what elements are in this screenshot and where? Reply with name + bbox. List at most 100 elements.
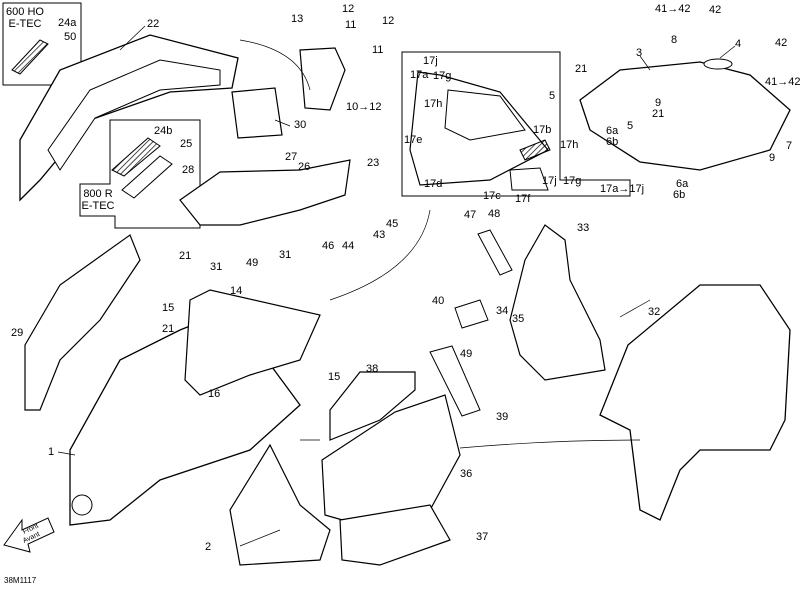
callout-7: 7 — [786, 140, 793, 152]
callout-33: 33 — [577, 222, 590, 234]
callout-46: 46 — [322, 240, 335, 252]
part-25-bracket — [121, 155, 173, 199]
callout-17-range: 17a→17j — [600, 183, 645, 195]
callout-42a: 42 — [709, 4, 722, 16]
callout-37: 37 — [476, 531, 489, 543]
callout-48: 48 — [488, 208, 501, 220]
callout-47: 47 — [464, 209, 477, 221]
callout-15a: 15 — [162, 302, 175, 314]
callout-17h: 17h — [424, 98, 443, 110]
callout-5a: 5 — [549, 90, 556, 102]
callout-24a: 24a — [58, 17, 77, 29]
part-39-strip — [429, 345, 481, 417]
part-29-left-panel — [24, 234, 141, 411]
part-17b-panel — [519, 139, 551, 161]
callout-40: 40 — [432, 295, 445, 307]
callout-26: 26 — [298, 161, 311, 173]
callout-5b: 5 — [627, 120, 634, 132]
callout-39: 39 — [496, 411, 509, 423]
part-3-fuel-tank — [579, 61, 791, 171]
part-38-panel — [329, 371, 416, 441]
part-40-block — [454, 299, 489, 329]
callout-44: 44 — [342, 240, 355, 252]
callout-21c: 21 — [179, 250, 192, 262]
callout-9b: 9 — [769, 152, 776, 164]
leader-lines — [57, 25, 736, 547]
callout-12a: 12 — [342, 3, 355, 15]
callout-21d: 21 — [162, 323, 175, 335]
part-2-lower-panel — [229, 443, 331, 566]
part-47-rail — [477, 229, 513, 276]
callout-32: 32 — [648, 306, 661, 318]
callout-45: 45 — [386, 218, 399, 230]
headlight-opening — [71, 494, 93, 516]
part-22-hood — [19, 34, 239, 202]
callout-17j-2: 17j — [542, 175, 557, 187]
callout-17c: 17c — [483, 190, 501, 202]
callout-21b: 21 — [652, 108, 665, 120]
callout-49b: 49 — [460, 348, 473, 360]
callout-10: 10→12 — [346, 101, 382, 113]
callout-29: 29 — [11, 327, 24, 339]
callout-36: 36 — [460, 468, 473, 480]
callout-42b: 42 — [775, 37, 788, 49]
part-32-side-body — [599, 284, 791, 521]
callout-15b: 15 — [328, 371, 341, 383]
callout-11a: 11 — [345, 19, 357, 31]
callout-17d: 17d — [424, 178, 443, 190]
callout-23: 23 — [367, 157, 380, 169]
inset-label-800r: 800 R E-TEC — [81, 188, 115, 212]
inset-box-600ho — [2, 2, 82, 86]
callout-17e: 17e — [404, 134, 423, 146]
callout-25: 25 — [180, 138, 193, 150]
part-36-panel — [321, 394, 461, 526]
callout-11b: 11 — [372, 44, 384, 56]
figure-reference: 38M1117 — [4, 576, 37, 585]
callout-9a: 9 — [655, 97, 662, 109]
part-24a-decal — [11, 39, 49, 75]
callout-22: 22 — [147, 18, 160, 30]
callout-17j: 17j — [423, 55, 438, 67]
callout-43: 43 — [373, 229, 386, 241]
part-37-panel — [339, 504, 451, 566]
part-17f-decal — [509, 167, 549, 191]
callout-17g-2: 17g — [563, 175, 582, 187]
part-23-side-panel — [179, 159, 351, 226]
callout-16: 16 — [208, 388, 221, 400]
callout-38: 38 — [366, 363, 379, 375]
callout-2: 2 — [205, 541, 212, 553]
callout-49a: 49 — [246, 257, 259, 269]
callout-13: 13 — [291, 13, 304, 25]
callout-35: 35 — [512, 313, 525, 325]
callout-41b: 41→42 — [765, 76, 800, 88]
callout-27: 27 — [285, 151, 298, 163]
callout-31a: 31 — [210, 261, 223, 273]
callout-41a: 41→42 — [655, 3, 691, 15]
callout-6b: 6b — [606, 136, 619, 148]
callout-8: 8 — [671, 34, 678, 46]
callout-17g: 17g — [433, 70, 452, 82]
part-24b-decal — [111, 137, 161, 177]
callout-12b: 12 — [382, 15, 395, 27]
callout-28: 28 — [182, 164, 195, 176]
callout-17b: 17b — [533, 124, 552, 136]
callout-6a: 6a — [606, 125, 619, 137]
callout-6a-2: 6a — [676, 178, 689, 190]
inset-label-600ho: 600 HO E-TEC — [6, 6, 44, 30]
callout-1: 1 — [48, 446, 55, 458]
part-17a-panel — [444, 89, 526, 141]
callout-3: 3 — [636, 47, 643, 59]
part-10-bracket — [299, 47, 346, 111]
inset-box-17 — [401, 51, 631, 197]
callout-31b: 31 — [279, 249, 292, 261]
callout-4: 4 — [735, 38, 742, 50]
callout-30: 30 — [294, 119, 307, 131]
callout-17f: 17f — [515, 193, 531, 205]
part-33-frame — [509, 224, 606, 381]
part-30-panel — [231, 87, 283, 139]
callout-17h-2: 17h — [560, 139, 579, 151]
part-14-bracket — [184, 289, 321, 396]
callout-24b: 24b — [154, 125, 173, 137]
